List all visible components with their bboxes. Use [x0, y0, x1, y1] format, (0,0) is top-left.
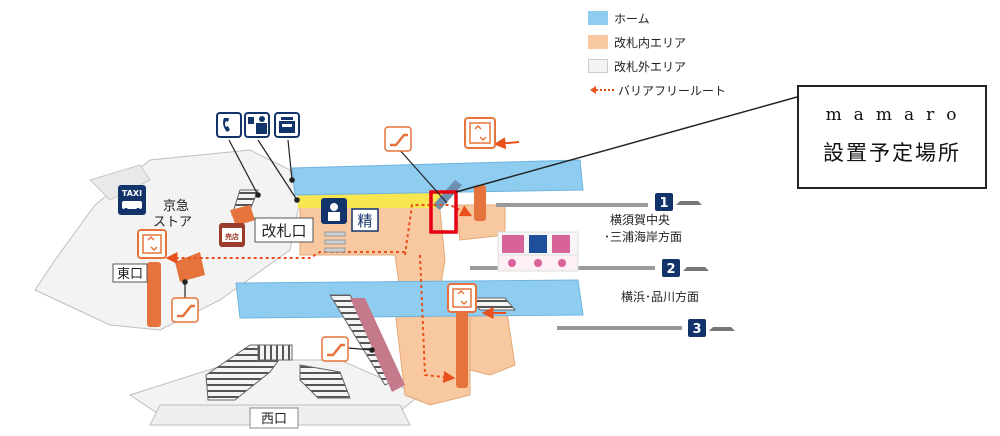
train-icon — [676, 201, 702, 205]
escalator-icon — [321, 336, 349, 362]
east-exit-label: 東口 — [117, 266, 143, 282]
elevator-shaft-2 — [456, 310, 468, 388]
outside-gate-area — [34, 149, 421, 426]
legend: ホーム 改札内エリア 改札外エリア バリアフリールート — [588, 6, 726, 102]
gate-barriers — [324, 231, 346, 253]
escalator-platform-2 — [350, 298, 405, 392]
legend-label-platform: ホーム — [614, 11, 650, 26]
track-2-destination-line1: 横浜･品川方面 — [621, 289, 699, 304]
info-desk-icon — [244, 112, 270, 138]
elevator-shaft-east — [147, 262, 161, 327]
elevator-icon — [464, 117, 496, 149]
barrier-free-route — [165, 137, 520, 383]
legend-barrier-free: バリアフリールート — [588, 78, 726, 102]
ticket-machine-icon — [274, 112, 300, 138]
station-staff-icon — [321, 198, 347, 224]
restroom-icon — [497, 231, 579, 272]
track-1-destination-line2: ･三浦海岸方面 — [604, 229, 682, 244]
track-badge-3: 3 — [688, 319, 735, 337]
taxi-label: TAXI — [122, 189, 142, 198]
callout-brand: mamaro — [825, 105, 969, 125]
escalator-icon — [384, 126, 412, 152]
svg-text:3: 3 — [692, 322, 701, 337]
keikyu-store-line2: ストア — [153, 215, 192, 230]
legend-swatch-outside-gate — [588, 59, 608, 73]
elevator-shaft-1 — [474, 185, 486, 221]
fare-adjust-label: 精 — [357, 212, 372, 230]
escalator-icon — [171, 297, 199, 323]
platform-1 — [291, 159, 584, 196]
legend-swatch-platform — [588, 11, 608, 25]
facility-leader-lines — [182, 139, 448, 353]
phone-icon — [216, 112, 242, 138]
west-exit-box — [249, 407, 299, 429]
elevator-icon — [137, 229, 167, 259]
shop-icon: 売店 — [219, 223, 245, 247]
west-exit-label: 西口 — [261, 412, 287, 427]
taxi-icon: TAXI — [118, 185, 146, 215]
escalator-platform-1 — [433, 180, 462, 210]
track-badge-1: 1 — [655, 193, 702, 211]
east-exit-box — [112, 263, 148, 283]
legend-inside-gate: 改札内エリア — [588, 30, 726, 54]
train-icon — [709, 327, 735, 331]
legend-label-inside-gate: 改札内エリア — [614, 35, 687, 50]
legend-platform: ホーム — [588, 6, 726, 30]
ticket-gate-box — [254, 217, 314, 243]
fare-adjust-box — [351, 208, 379, 232]
svg-text:2: 2 — [666, 262, 675, 277]
elevator-icon — [447, 283, 477, 313]
track-1-destination-line1: 横須賀中央 — [610, 212, 670, 227]
mamaro-location-highlight — [429, 190, 458, 234]
callout-leader-line — [455, 96, 798, 193]
shop-label: 売店 — [225, 232, 239, 241]
ticket-gate-label: 改札口 — [261, 222, 306, 240]
platform-2 — [235, 279, 584, 319]
legend-label-barrier-free: バリアフリールート — [618, 83, 727, 98]
legend-outside-gate: 改札外エリア — [588, 54, 726, 78]
svg-text:1: 1 — [659, 196, 668, 211]
legend-route-arrow-icon — [590, 86, 614, 94]
legend-label-outside-gate: 改札外エリア — [614, 59, 687, 74]
train-icon — [683, 267, 709, 271]
escalator-gate — [230, 205, 255, 226]
track-badge-2: 2 — [662, 259, 709, 277]
keikyu-store-line1: 京急 — [163, 199, 189, 214]
mamaro-callout: mamaro 設置予定場所 — [797, 85, 987, 189]
legend-swatch-inside-gate — [588, 35, 608, 49]
callout-subtitle: 設置予定場所 — [823, 141, 961, 165]
escalator-east — [175, 252, 205, 282]
